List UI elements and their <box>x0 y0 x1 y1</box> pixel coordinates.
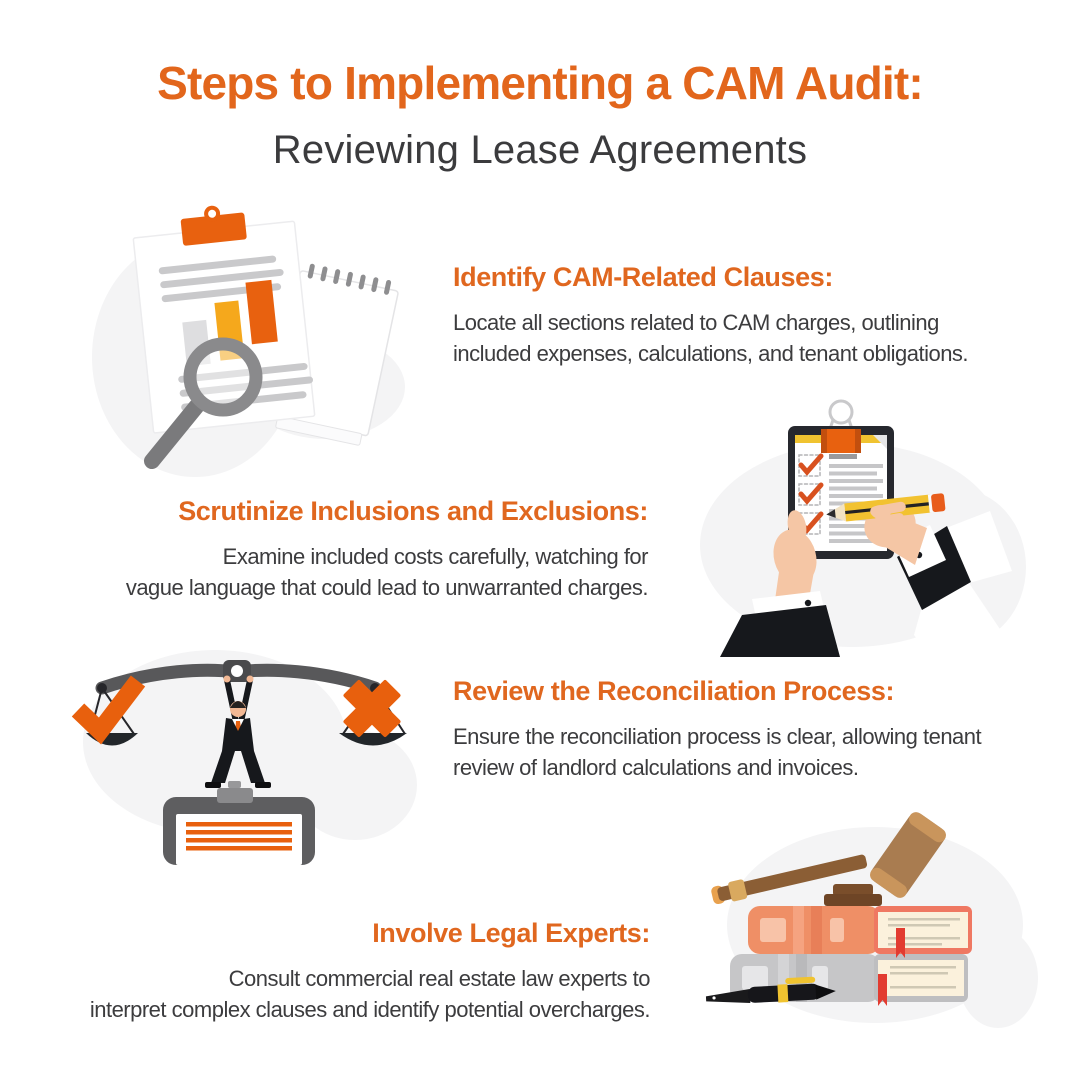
step-body-line: vague language that could lead to unwarr… <box>125 575 649 600</box>
step-body: Locate all sections related to CAM charg… <box>453 307 969 369</box>
right-hand-fingers <box>870 501 906 526</box>
step-heading: Identify CAM-Related Clauses: <box>453 262 833 292</box>
left-hand <box>720 510 840 657</box>
magnifier-icon <box>144 337 263 469</box>
step-involve-legal-experts: Involve Legal Experts: Consult commercia… <box>89 916 651 1025</box>
gavel-head-icon <box>870 812 946 898</box>
clipboard-clip-stand <box>217 781 253 803</box>
illustration-clipboard-checklist <box>690 395 1030 657</box>
illustration-balance-scale <box>55 630 425 865</box>
background-blob <box>293 730 417 840</box>
binder-clip-body <box>821 429 861 453</box>
right-scale-pan <box>339 733 407 746</box>
background-blob <box>958 928 1038 1028</box>
pen-icon <box>705 976 836 1004</box>
step-body: Ensure the reconciliation process is cle… <box>453 721 982 783</box>
step-scrutinize-inclusions: Scrutinize Inclusions and Exclusions: Ex… <box>125 494 649 603</box>
left-suit-sleeve <box>720 605 840 657</box>
step-body-line: Consult commercial real estate law exper… <box>228 966 651 991</box>
clipboard-base-icon <box>163 797 315 865</box>
step-heading: Scrutinize Inclusions and Exclusions: <box>178 496 648 526</box>
step-heading: Involve Legal Experts: <box>372 918 650 948</box>
step-body: Consult commercial real estate law exper… <box>89 963 651 1025</box>
bookmark <box>896 928 905 958</box>
right-arm <box>864 502 1012 657</box>
check-icon <box>71 675 146 745</box>
checklist <box>798 453 824 535</box>
step-body-line: Examine included costs carefully, watchi… <box>222 544 649 569</box>
step-heading: Review the Reconciliation Process: <box>453 676 895 706</box>
step-body: Examine included costs carefully, watchi… <box>125 541 649 603</box>
bookmark <box>878 974 887 1006</box>
top-book-icon <box>748 906 972 958</box>
step-review-reconciliation: Review the Reconciliation Process: Ensur… <box>453 674 982 783</box>
step-identify-cam-clauses: Identify CAM-Related Clauses: Locate all… <box>453 260 969 369</box>
x-icon <box>343 679 401 738</box>
step-body-line: included expenses, calculations, and ten… <box>453 341 969 366</box>
bar-orange <box>245 279 278 345</box>
step-body-line: interpret complex clauses and identify p… <box>89 997 651 1022</box>
step-body-line: review of landlord calculations and invo… <box>453 755 859 780</box>
businessman-figure <box>205 675 271 788</box>
page-title: Steps to Implementing a CAM Audit: <box>157 57 924 109</box>
illustration-gavel-books <box>690 810 1040 1040</box>
illustration-documents-magnifier <box>80 195 430 485</box>
gavel-handle <box>711 854 868 905</box>
step-body-line: Ensure the reconciliation process is cle… <box>453 724 982 749</box>
page-subtitle: Reviewing Lease Agreements <box>272 128 808 172</box>
sound-block <box>824 884 882 906</box>
background-blob <box>83 650 347 834</box>
step-body-line: Locate all sections related to CAM charg… <box>453 310 939 335</box>
